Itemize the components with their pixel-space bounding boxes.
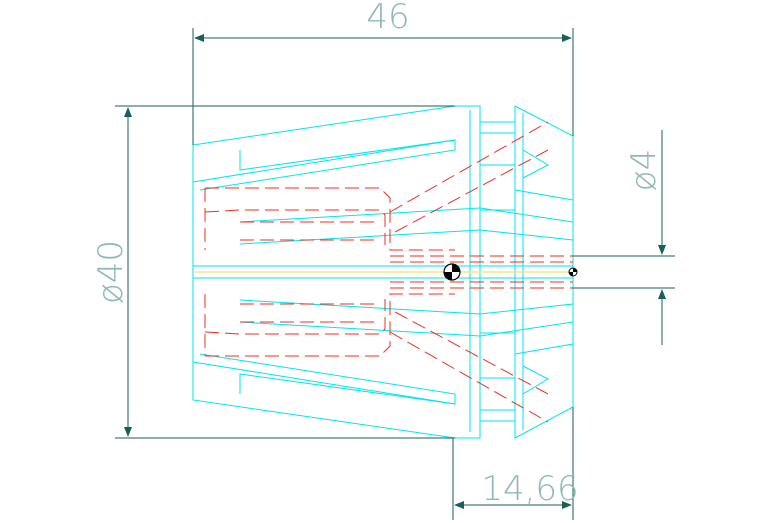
slot-lower-2 bbox=[239, 321, 574, 337]
head-line-upper bbox=[514, 189, 574, 201]
slot-upper-2 bbox=[239, 139, 456, 171]
head-slot-lower bbox=[522, 365, 550, 395]
slot-lower-3 bbox=[192, 353, 456, 405]
centroid-marker-small bbox=[568, 267, 578, 277]
slot-upper-3 bbox=[239, 207, 574, 223]
slot-lower-1 bbox=[239, 299, 574, 315]
hidden-bore-lower-outer bbox=[205, 293, 455, 357]
hidden-taper-lower-2 bbox=[394, 311, 549, 395]
hidden-taper-upper-2 bbox=[394, 149, 549, 233]
slot-upper-4 bbox=[239, 229, 574, 245]
dimension-label-front-length: 14,66 bbox=[481, 469, 578, 509]
dimension-label-bore-diameter: ø4 bbox=[624, 149, 664, 191]
hidden-lines bbox=[204, 121, 573, 423]
hidden-bore-upper-inner bbox=[204, 209, 386, 245]
dimension-label-outer-diameter: ø40 bbox=[91, 240, 131, 304]
hidden-bore-lower-inner bbox=[204, 299, 386, 335]
slot-lower-4 bbox=[239, 373, 456, 405]
dimension-lines bbox=[115, 28, 675, 520]
hidden-taper-lower-1 bbox=[389, 331, 549, 423]
collet-outline bbox=[192, 105, 574, 439]
head-line-lower bbox=[514, 343, 574, 355]
hidden-bore-upper-outer bbox=[205, 187, 455, 251]
head-slot-upper bbox=[522, 149, 550, 179]
hidden-taper-upper-1 bbox=[389, 121, 549, 213]
dimension-label-overall-length: 46 bbox=[366, 0, 409, 37]
slot-upper-1 bbox=[192, 139, 456, 191]
centroid-marker-large bbox=[443, 263, 461, 281]
